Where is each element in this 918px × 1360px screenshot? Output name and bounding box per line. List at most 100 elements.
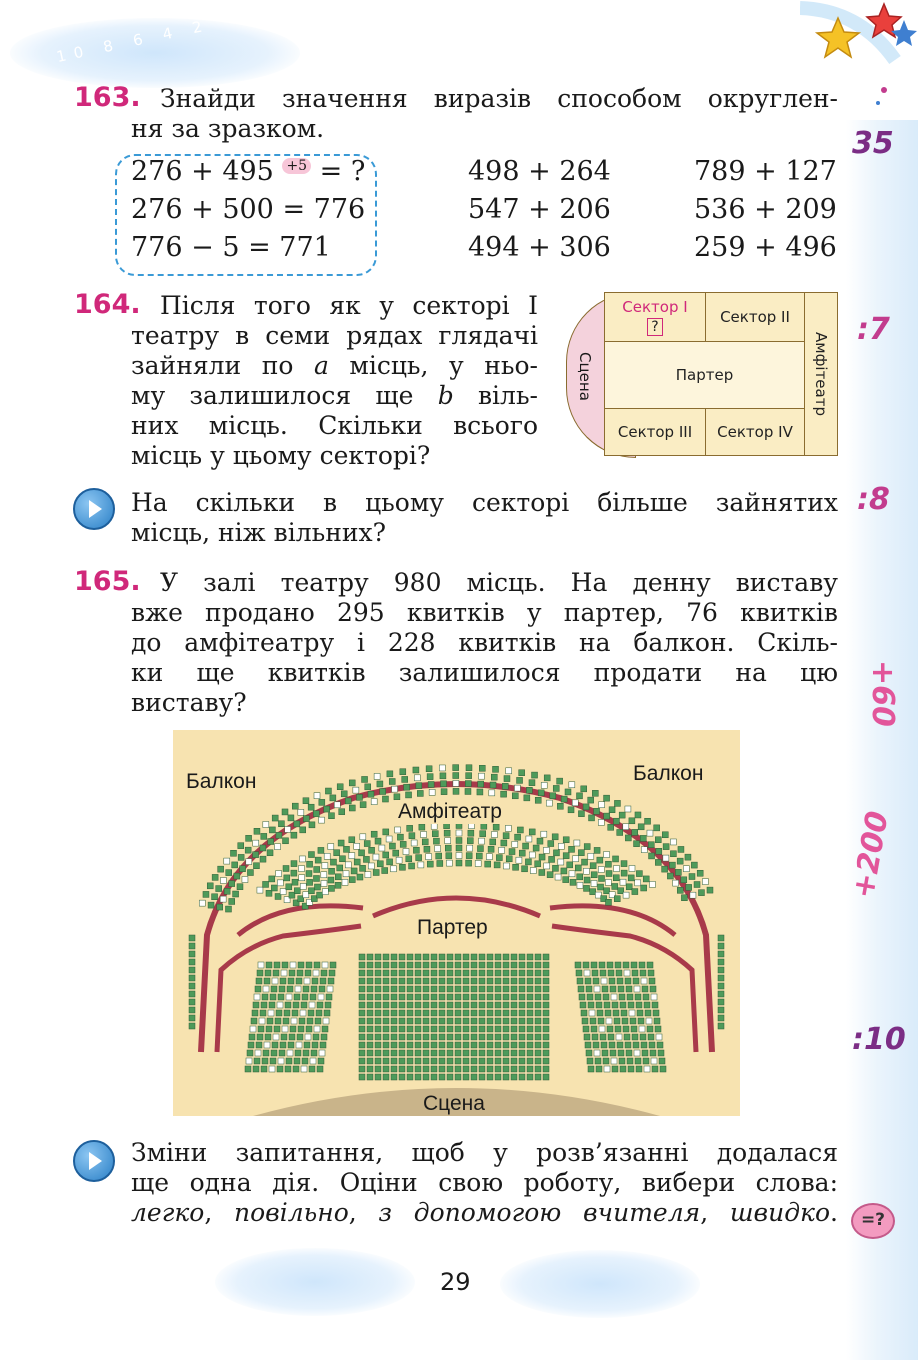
hall-seat [526,985,534,993]
hall-seat [268,875,276,883]
hall-seat [510,969,518,977]
hall-seat [534,1017,542,1025]
hall-seat [253,828,261,835]
hall-seat [446,859,453,867]
hall-seat [622,961,630,969]
hall-seat [634,993,642,1001]
hall-seat [552,785,560,792]
hall-seat [438,969,446,977]
hall-seat [293,993,301,1001]
hall-seat [287,977,295,985]
hall-seat [271,814,279,822]
hall-seat [403,783,410,791]
hall-seat [430,969,438,977]
hall-seat [564,788,572,796]
hall-seat [418,823,426,831]
hall-seat [446,1073,454,1081]
hall-seat [301,902,309,910]
hall-seat [339,855,346,863]
hall-seat [542,993,550,1001]
hall-seat [414,977,422,985]
hall-seat [590,961,598,969]
hall-seat [693,881,701,888]
hall-seat [305,1025,313,1033]
hall-seat [292,1001,300,1009]
hall-seat [627,1065,635,1073]
hall-seat [413,847,420,854]
hall-seat [414,1033,422,1041]
hall-seat [325,993,333,1001]
hall-seat [359,801,367,808]
hall-seat [518,1049,526,1057]
hall-seat [254,985,262,993]
hall-seat [603,851,610,858]
hall-seat [279,977,287,985]
hall-seat [275,832,283,839]
hall-seat [534,969,542,977]
hall-seat [324,1001,332,1009]
hall-seat [256,969,264,977]
hall-seat [612,1009,620,1017]
hall-seat [595,1065,603,1073]
stars-decoration [799,0,918,120]
hall-seat [259,844,267,852]
hall-seat [494,985,502,993]
hall-seat [295,977,303,985]
hall-seat [311,1041,319,1049]
hall-seat [510,1001,518,1009]
hall-seat [422,1041,430,1049]
problem-165-line1: У залі театру 980 місць. На денну вистав… [160,568,838,597]
hall-seat [623,1033,631,1041]
hall-seat [273,1025,281,1033]
hall-seat [378,844,386,852]
hall-seat [395,856,403,864]
hall-seat [717,942,725,950]
hall-seat [587,853,595,860]
hall-seat [538,853,546,861]
hall-seat [422,1001,430,1009]
hall-seat [370,798,378,805]
top-cloud-decoration [10,18,300,88]
hall-seat [286,985,294,993]
hall-seat [359,865,366,872]
hall-seat [454,969,462,977]
hall-seat [534,977,542,985]
hall-seat [567,806,575,814]
hall-seat [260,1001,268,1009]
hall-seat [465,764,473,771]
hall-seat [621,1017,629,1025]
hall-seat [364,871,372,878]
hall-seat [586,993,594,1001]
hall-seat [408,832,416,839]
hall-seat [717,1022,725,1030]
hall-seat [622,1025,630,1033]
hall-seat [542,1017,550,1025]
hall-seat [382,1057,390,1065]
hall-seat [297,961,305,969]
hall-seat [337,839,345,847]
hall-seat [188,1014,196,1022]
hall-seating-drawing [188,764,725,1116]
hall-seat [199,899,206,907]
hall-seat [325,787,332,795]
hall-seat [534,1009,542,1017]
hall-seat [454,1017,462,1025]
hall-seat [494,1073,502,1081]
hall-seat [366,993,374,1001]
hall-seat [508,848,516,855]
hall-seat [348,836,356,844]
hall-seat [635,1001,643,1009]
hall-seat [430,993,438,1001]
hall-seat [655,1033,663,1041]
hall-seat [595,891,602,899]
hall-seat [422,1025,430,1033]
hall-seat [308,1001,316,1009]
hall-seat [486,1049,494,1057]
hall-seat [267,1009,275,1017]
hall-seat [466,844,473,852]
hall-seat [277,879,284,887]
hall-seat [598,875,605,882]
hall-seat [531,771,538,779]
hall-seat [478,1001,486,1009]
hall-seat [543,862,550,870]
